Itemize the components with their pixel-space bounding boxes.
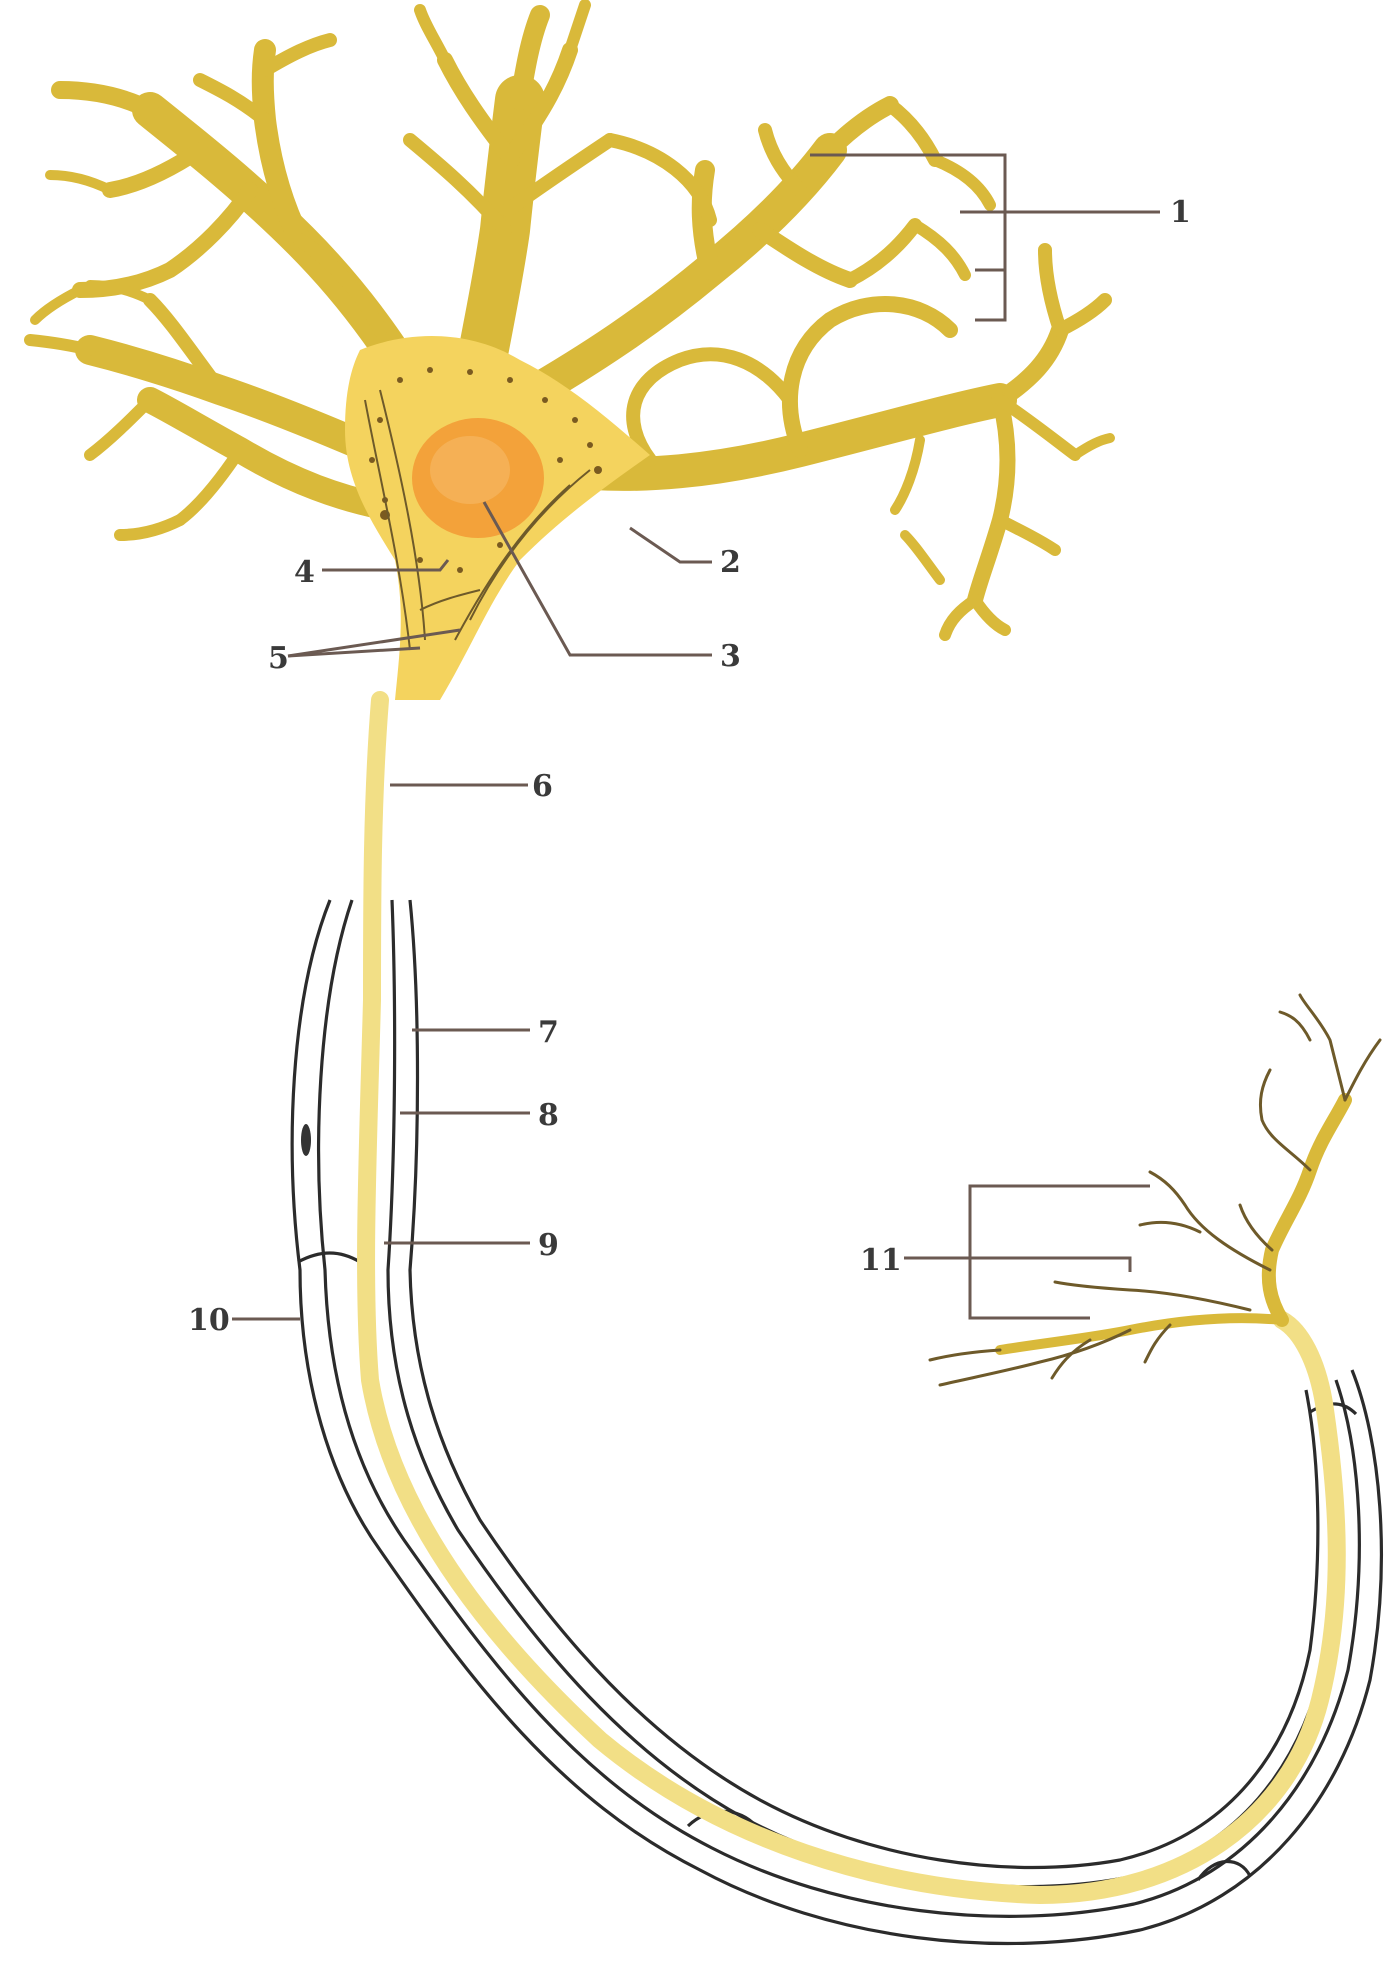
dendrites: [30, 5, 1110, 635]
label-5: 5: [268, 641, 289, 676]
label-8: 8: [538, 1098, 559, 1133]
label-9: 9: [538, 1228, 559, 1263]
label-7: 7: [538, 1015, 559, 1050]
node-of-ranvier: [298, 1253, 360, 1262]
myelin-outer-left: [292, 900, 1381, 1944]
label-2: 2: [720, 545, 741, 580]
axon-terminal: [930, 995, 1380, 1385]
myelin-inner-left: [319, 900, 1360, 1916]
label-10: 10: [188, 1303, 230, 1338]
leader-2: [630, 528, 712, 562]
leader-11-bracket: [970, 1186, 1150, 1318]
myelin-outer-right: [388, 900, 1334, 1887]
nucleus-shade: [430, 436, 510, 504]
leader-11: [904, 1258, 1130, 1272]
myelin-sheath: [292, 900, 1381, 1944]
soma: [345, 336, 650, 700]
label-4: 4: [294, 555, 315, 590]
label-3: 3: [720, 639, 741, 674]
label-6: 6: [532, 769, 553, 804]
label-1: 1: [1170, 195, 1191, 230]
schwann-nucleus: [301, 1124, 311, 1156]
label-11: 11: [860, 1243, 902, 1278]
